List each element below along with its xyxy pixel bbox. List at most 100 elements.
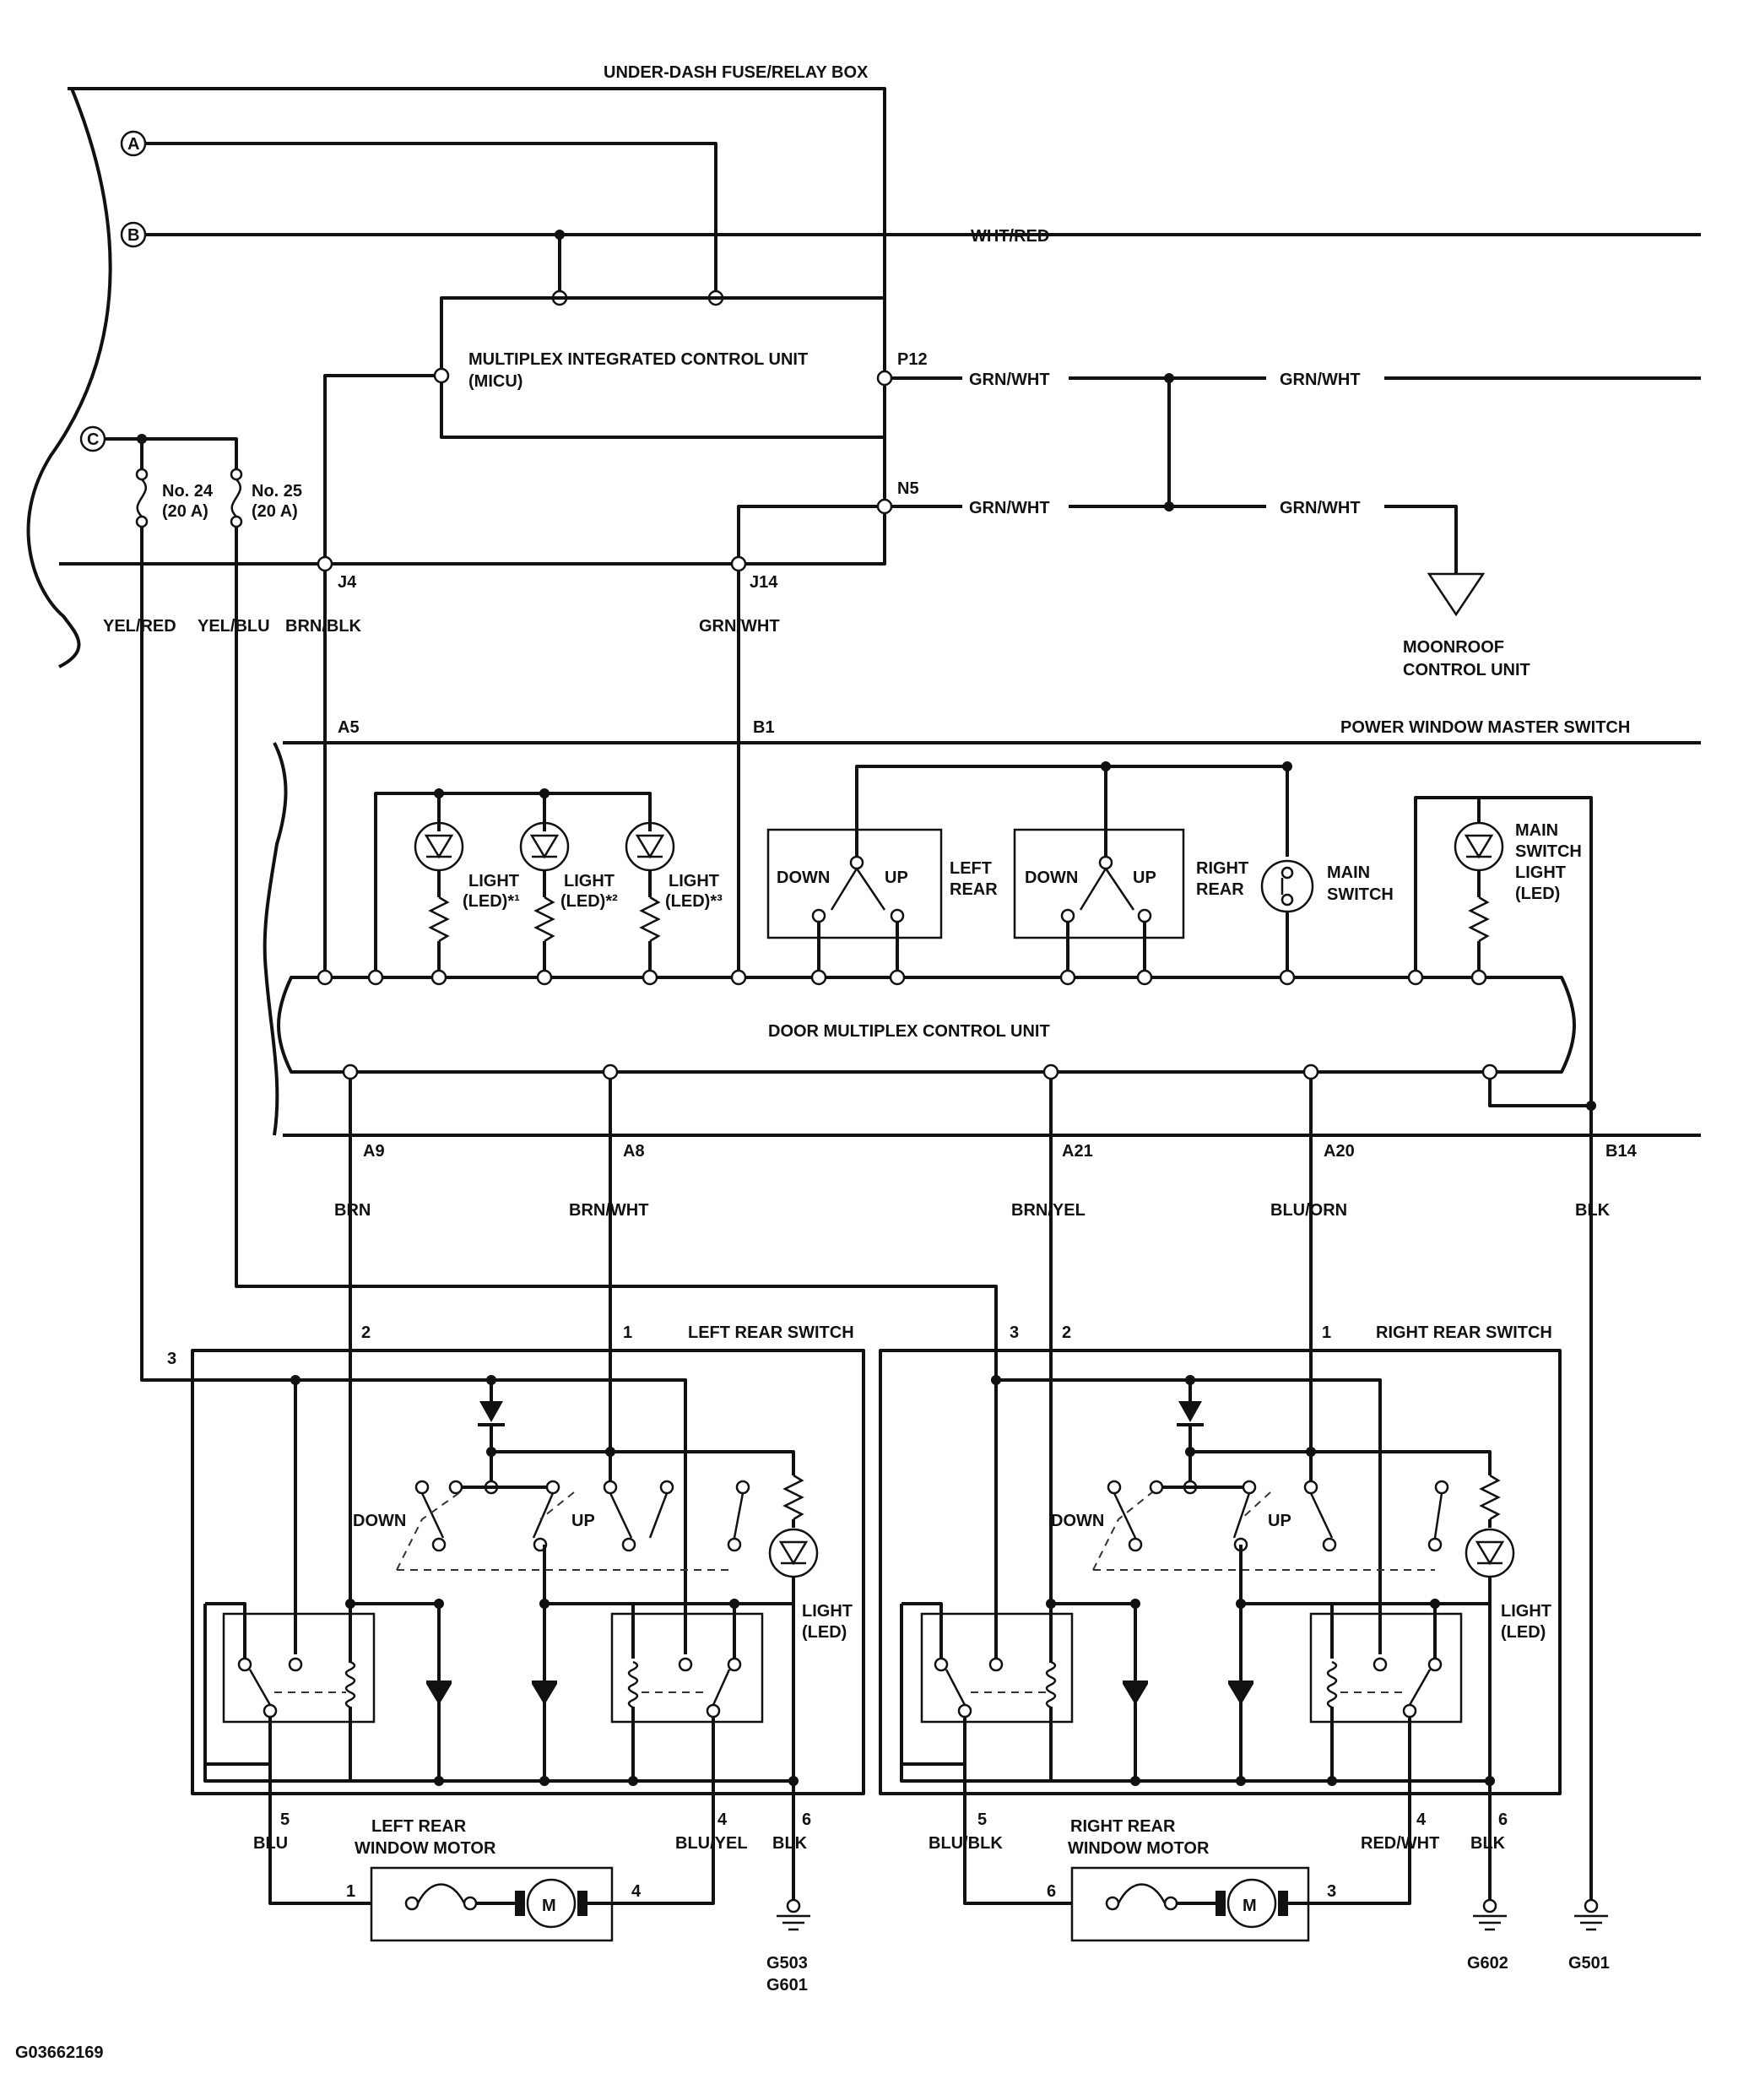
ground-g602-icon xyxy=(1473,1898,1507,1931)
rrs-pin-1: 1 xyxy=(1322,1323,1331,1342)
moonroof-label: MOONROOF xyxy=(1403,638,1504,657)
master-left-rear-switch xyxy=(766,828,943,979)
lrs-up-label: UP xyxy=(571,1512,595,1530)
led-light-1-icon xyxy=(414,821,464,979)
lrs-pin-2: 2 xyxy=(361,1323,371,1342)
master-rr-down: DOWN xyxy=(1025,869,1078,887)
wire-label-yel-red: YEL/RED xyxy=(103,617,176,636)
rrs-ground-diode-2-icon xyxy=(1228,1681,1253,1705)
main-light-label-4: (LED) xyxy=(1515,885,1560,903)
svg-text:B: B xyxy=(127,226,139,245)
svg-text:A: A xyxy=(127,135,139,154)
wire-label-grn-wht: GRN/WHT xyxy=(969,371,1050,389)
main-switch-sublabel: SWITCH xyxy=(1327,885,1394,904)
pin-b1: B1 xyxy=(753,718,775,737)
rrs-down-label: DOWN xyxy=(1051,1512,1104,1530)
wire-label-brn-yel: BRN/YEL xyxy=(1011,1201,1086,1220)
terminal-c: C xyxy=(79,425,106,452)
rrs-motor-pin-3: 3 xyxy=(1327,1882,1336,1901)
pin-p12: P12 xyxy=(897,350,928,369)
lrs-light-led-icon xyxy=(768,1528,819,1578)
fuse-25-rating: (20 A) xyxy=(252,502,298,521)
master-output-wires: BRN BRN/WHT BRN/YEL BLU/ORN BLK xyxy=(334,1079,1611,1899)
svg-text:M: M xyxy=(1243,1897,1257,1915)
lrs-pin-6: 6 xyxy=(802,1810,811,1829)
wire-label-grn-wht: GRN/WHT xyxy=(1280,499,1361,517)
pin-b14: B14 xyxy=(1605,1142,1638,1161)
lrs-light-label: LIGHT xyxy=(802,1602,853,1621)
master-rr-up: UP xyxy=(1133,869,1156,887)
master-rr-label: RIGHT xyxy=(1196,859,1248,878)
main-switch-light-led-icon xyxy=(1454,821,1504,979)
diagram-id: G03662169 xyxy=(15,2043,104,2062)
fuse-box-title: UNDER-DASH FUSE/RELAY BOX xyxy=(604,63,869,82)
main-switch-label: MAIN xyxy=(1327,863,1370,882)
lrs-motor-sublabel: WINDOW MOTOR xyxy=(355,1839,496,1858)
main-light-label-2: SWITCH xyxy=(1515,842,1582,861)
wire-label-red-wht: RED/WHT xyxy=(1361,1834,1439,1853)
pin-a5: A5 xyxy=(338,718,360,737)
master-lr-down: DOWN xyxy=(777,869,830,887)
fuse-24-label: No. 24 xyxy=(162,482,214,501)
wire-label-grn-wht: GRN/WHT xyxy=(699,617,780,636)
lrs-ground-diode-2-icon xyxy=(532,1681,557,1705)
terminal-b: B xyxy=(120,221,147,248)
wire-label-brn-wht: BRN/WHT xyxy=(569,1201,648,1220)
wire-label-brn: BRN xyxy=(334,1201,371,1220)
lrs-pin-4: 4 xyxy=(717,1810,728,1829)
rrs-led-label: (LED) xyxy=(1501,1623,1546,1642)
rrs-pin-6: 6 xyxy=(1498,1810,1508,1829)
lrs-motor-pin-4: 4 xyxy=(631,1882,642,1901)
ground-g501-icon xyxy=(1574,1898,1608,1931)
harness-wires: J4 J14 YEL/RED YEL/BLU BRN/BLK GRN/WHT xyxy=(103,527,998,1654)
rrs-motor-pin-6: 6 xyxy=(1047,1882,1056,1901)
ground-g503: G503 xyxy=(766,1954,808,1973)
rrs-pin-3: 3 xyxy=(1010,1323,1019,1342)
ground-g503-icon xyxy=(777,1898,810,1931)
wire-label-blk: BLK xyxy=(1470,1834,1506,1853)
lrs-motor-label: LEFT REAR xyxy=(371,1817,467,1836)
lrs-motor-pin-1: 1 xyxy=(346,1882,355,1901)
led-2-label: LIGHT xyxy=(564,872,615,890)
rrs-pin-4: 4 xyxy=(1416,1810,1427,1829)
led-3-sublabel: (LED)*³ xyxy=(665,892,723,911)
lrs-pin-5: 5 xyxy=(280,1810,290,1829)
right-rear-window-motor: M xyxy=(1070,1866,1310,1942)
fuse-24-icon xyxy=(135,468,149,528)
terminal-a: A xyxy=(120,130,147,157)
led-light-3-icon xyxy=(625,821,675,979)
moonroof-arrow-icon xyxy=(1427,572,1486,617)
wire-label-grn-wht: GRN/WHT xyxy=(1280,371,1361,389)
ground-g601: G601 xyxy=(766,1976,808,1994)
master-lr-sublabel: REAR xyxy=(950,880,998,899)
led-2-sublabel: (LED)*² xyxy=(560,892,618,911)
wire-label-blu-orn: BLU/ORN xyxy=(1270,1201,1347,1220)
lrs-down-label: DOWN xyxy=(353,1512,406,1530)
rrs-ground-diode-1-icon xyxy=(1123,1681,1148,1705)
pin-j4: J4 xyxy=(338,573,357,592)
wire-label-yel-blu: YEL/BLU xyxy=(198,617,270,636)
motor-icon xyxy=(526,1878,577,1929)
main-light-label-1: MAIN xyxy=(1515,821,1558,840)
pin-a20: A20 xyxy=(1324,1142,1355,1161)
motor-icon xyxy=(1226,1878,1277,1929)
master-lr-label: LEFT xyxy=(950,859,992,878)
pin-n5: N5 xyxy=(897,479,919,498)
led-3-label: LIGHT xyxy=(669,872,719,890)
wire-label-brn-blk: BRN/BLK xyxy=(285,617,362,636)
rrs-diode-icon xyxy=(1177,1401,1204,1426)
rrs-title: RIGHT REAR SWITCH xyxy=(1376,1323,1552,1342)
wire-label-blu-yel: BLU/YEL xyxy=(675,1834,748,1853)
lrs-led-label: (LED) xyxy=(802,1623,847,1642)
ground-g501: G501 xyxy=(1568,1954,1610,1973)
ground-g602: G602 xyxy=(1467,1954,1508,1973)
master-rr-sublabel: REAR xyxy=(1196,880,1244,899)
fuse-25-label: No. 25 xyxy=(252,482,302,501)
pin-a8: A8 xyxy=(623,1142,645,1161)
rrs-pin-5: 5 xyxy=(977,1810,987,1829)
pin-a21: A21 xyxy=(1062,1142,1093,1161)
lrs-ground-diode-1-icon xyxy=(426,1681,452,1705)
rrs-motor-sublabel: WINDOW MOTOR xyxy=(1068,1839,1210,1858)
rrs-up-label: UP xyxy=(1268,1512,1291,1530)
